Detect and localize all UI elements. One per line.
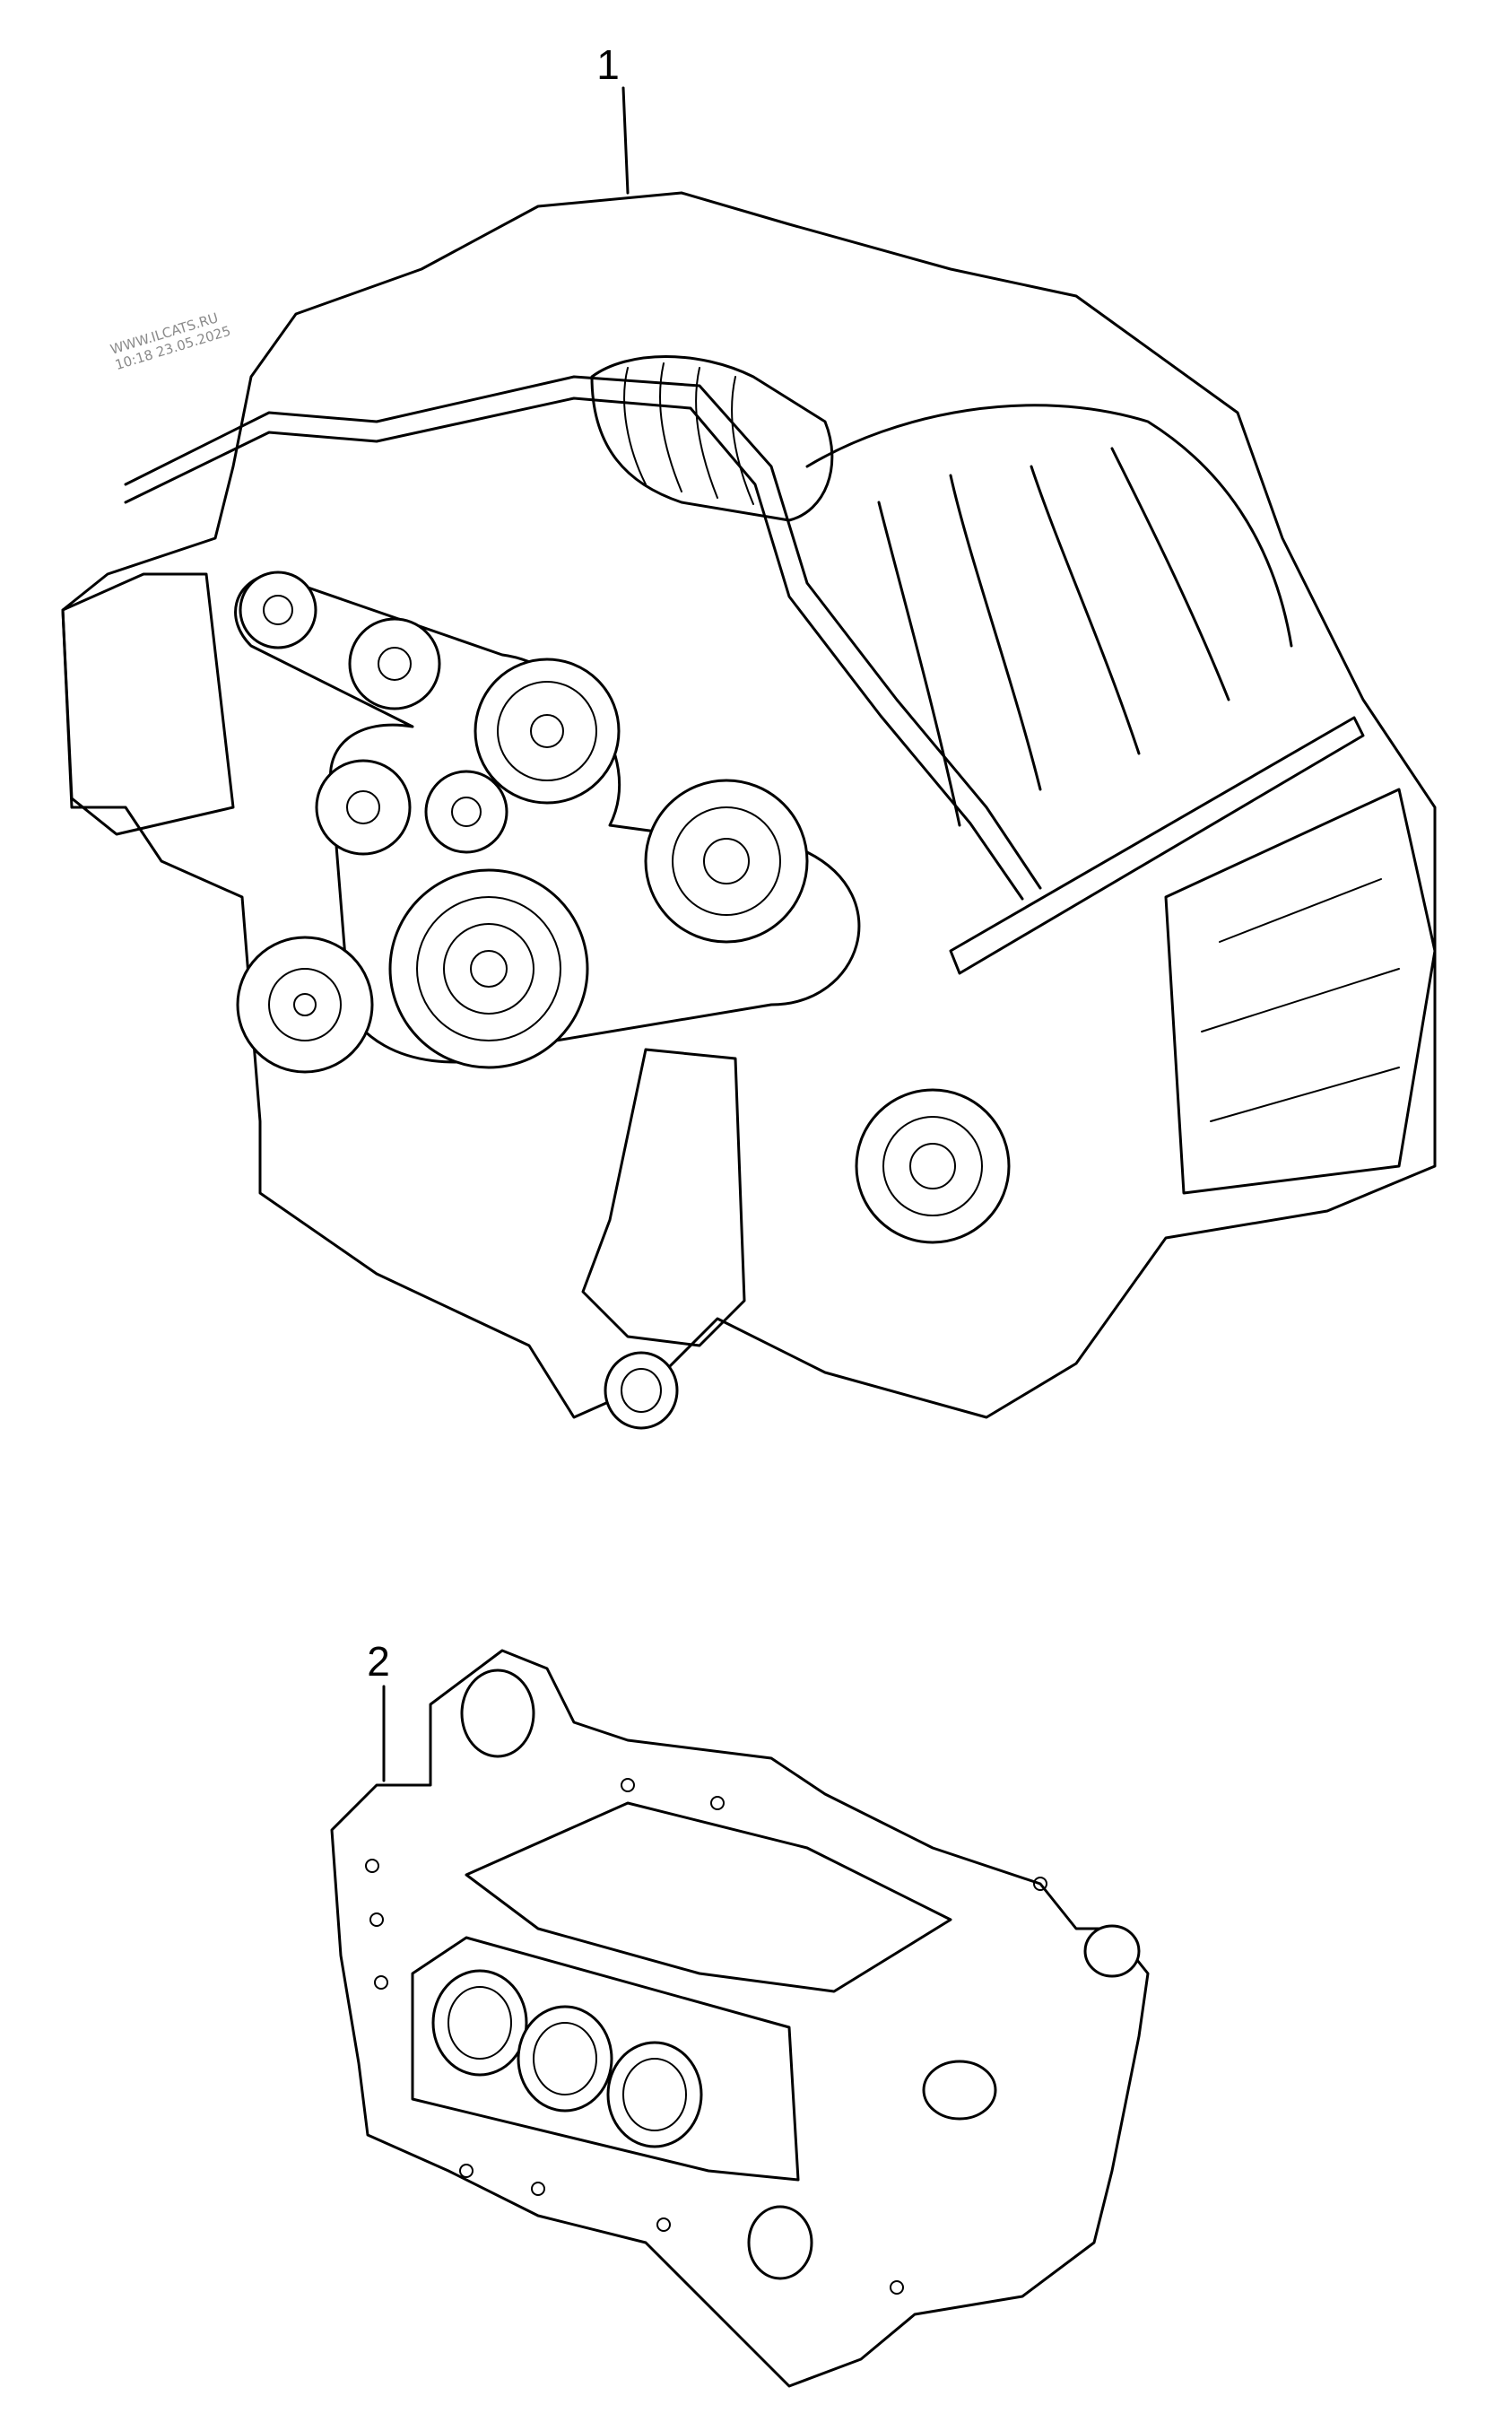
idler-pulley-upper-hub — [263, 595, 293, 625]
bolt — [531, 2182, 545, 2196]
intake-plenum — [805, 404, 1293, 648]
fuel-rail — [949, 716, 1365, 975]
coolant-pipe — [124, 375, 1042, 890]
crankshaft-pulley-hub — [470, 950, 508, 988]
bolt — [374, 1975, 388, 1990]
crankshaft-pulley-ring-2 — [443, 923, 534, 1015]
oil-filter-cap-ring — [882, 1116, 983, 1216]
bellows-rib-2 — [659, 362, 682, 492]
block-top-deck — [465, 1801, 952, 1993]
cylinder-bank-right — [1164, 788, 1437, 1195]
callout-1-leader — [621, 86, 630, 195]
crankshaft-pulley — [388, 868, 589, 1069]
bolt — [369, 1912, 384, 1927]
engine-mount-bracket — [581, 1048, 746, 1347]
bellows-rib-4 — [731, 376, 754, 505]
intake-runner-4 — [1110, 447, 1230, 701]
timing-cover-boss — [460, 1668, 535, 1758]
bolt — [621, 1778, 635, 1792]
cylinder-bore-3-inner — [622, 2058, 687, 2131]
idler-pulley-middle — [424, 770, 508, 854]
callout-1-label[interactable]: 1 — [596, 41, 620, 88]
bellows-rib-3 — [695, 367, 718, 499]
power-steering-pulley-ring — [497, 681, 597, 781]
ac-compressor-pulley-ring — [672, 806, 781, 916]
intake-runner-1 — [877, 501, 961, 827]
crankshaft-pulley-ring-1 — [416, 896, 561, 1041]
short-block-drawing: 2 — [330, 1638, 1150, 2388]
bolt — [365, 1859, 379, 1873]
intake-runner-3 — [1030, 465, 1141, 755]
short-block-outline — [330, 1649, 1150, 2388]
cylinder-bore-2 — [517, 2005, 613, 2113]
callout-2-label[interactable]: 2 — [367, 1638, 390, 1685]
variocam-solenoid — [922, 2060, 997, 2121]
lower-pipe-stub-inner — [621, 1368, 662, 1413]
tensioner-pulley-hub — [378, 647, 412, 681]
coolant-outlet — [1083, 1924, 1141, 1978]
bolt — [459, 2164, 474, 2178]
coolant-pipe-inner — [124, 396, 1024, 901]
cam-housing-left — [61, 572, 235, 836]
water-pump-pulley-hub — [293, 993, 317, 1016]
oil-filter-cap-hub — [909, 1143, 956, 1189]
bolt — [1033, 1877, 1047, 1891]
ac-compressor-pulley — [644, 779, 809, 944]
water-pump-pulley — [236, 936, 374, 1074]
block-bolts — [365, 1778, 1047, 2295]
tensioner-pulley — [348, 617, 441, 710]
engine-assembly-drawing: 1 — [61, 41, 1437, 1430]
cylinder-bore-1 — [431, 1969, 528, 2077]
idler-pulley-left-hub — [346, 790, 380, 824]
cylinder-bore-3 — [606, 2041, 703, 2148]
bolt — [656, 2217, 671, 2232]
ac-compressor-pulley-hub — [703, 838, 750, 884]
oil-pump-boss — [747, 2205, 813, 2280]
cylinder-bore-1-inner — [448, 1986, 512, 2060]
cylinder-head-face — [411, 1936, 800, 2182]
idler-pulley-left — [315, 759, 412, 856]
power-steering-pulley — [474, 658, 621, 805]
bolt — [710, 1796, 725, 1810]
lower-pipe-stub — [604, 1351, 679, 1430]
intake-bellows — [590, 355, 834, 522]
cylinder-bank-right-detail — [1201, 878, 1400, 1122]
water-pump-pulley-ring — [268, 968, 342, 1041]
intake-runner-2 — [949, 474, 1042, 791]
cylinder-bore-2-inner — [533, 2022, 597, 2095]
oil-filter-cap — [855, 1088, 1011, 1244]
watermark: WWW.ILCATS.RU 10:18 23.05.2025 — [109, 309, 233, 373]
power-steering-pulley-hub — [530, 714, 564, 748]
idler-pulley-upper — [239, 571, 317, 649]
idler-pulley-middle-hub — [451, 797, 482, 827]
bolt — [890, 2280, 904, 2295]
